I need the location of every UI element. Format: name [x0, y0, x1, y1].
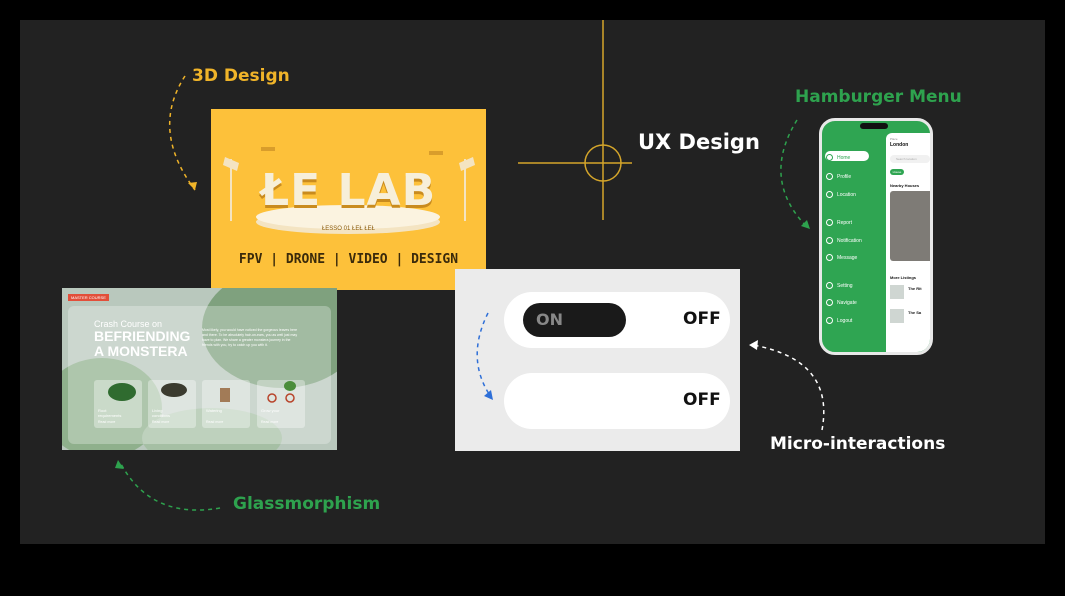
listing-2-thumb[interactable]	[890, 309, 904, 323]
home-icon	[826, 154, 833, 161]
arrow-hamburger	[780, 119, 809, 229]
arrow-3d-design	[168, 75, 196, 191]
tile-root-button[interactable]: Read more	[98, 420, 116, 424]
menu-item-setting[interactable]: Setting	[826, 282, 853, 289]
toggle-row-1[interactable]: ON OFF	[504, 292, 730, 348]
tile-watering-label: Watering	[206, 408, 222, 413]
logout-icon	[826, 317, 833, 324]
listing-2-title[interactable]: The Sa	[908, 310, 922, 315]
tile-living-label: Living conditions	[152, 408, 171, 418]
section-more: More Listings	[890, 275, 917, 280]
phone-search-input[interactable]: Search location	[890, 155, 930, 163]
menu-item-logout[interactable]: Logout	[826, 317, 852, 324]
house-photo[interactable]	[890, 191, 930, 261]
menu-item-location[interactable]: Location	[826, 191, 856, 198]
label-ux-design: UX Design	[638, 130, 760, 154]
menu-item-message[interactable]: Message	[826, 254, 857, 261]
gear-icon	[826, 282, 833, 289]
message-icon	[826, 254, 833, 261]
connector-graphics	[115, 20, 825, 511]
menu-item-report[interactable]: Report	[826, 219, 852, 226]
lab-3d-card: ŁE LAB ŁESSO 01 ŁEŁ ŁEŁ FPV | DRONE | VI…	[211, 109, 486, 290]
toggle-on-label: ON	[536, 310, 563, 329]
lab-title: ŁE LAB	[260, 165, 437, 216]
plant-icons	[108, 381, 296, 403]
monstera-background	[62, 288, 337, 450]
toggle-card: ON OFF OFF	[455, 269, 740, 451]
label-micro-interactions: Micro-interactions	[770, 434, 946, 454]
label-3d-design: 3D Design	[192, 66, 290, 86]
stage-illustration	[223, 147, 475, 234]
course-kicker: Crash Course on	[94, 319, 163, 329]
menu-item-home[interactable]: Home	[826, 154, 850, 161]
arrow-micro-interactions	[752, 344, 825, 431]
menu-item-profile[interactable]: Profile	[826, 173, 851, 180]
course-body: Most likely, you would have noticed the …	[202, 328, 298, 347]
chip-house[interactable]: House	[890, 169, 904, 175]
phone-content-panel: Place London Search location House Nearb…	[886, 133, 930, 352]
phone-notch	[860, 123, 888, 129]
tile-grow[interactable]: Grow your Read more	[257, 380, 305, 428]
tile-root-label: Root requirements	[98, 408, 122, 418]
section-nearby: Nearby Houses	[890, 183, 920, 188]
label-glassmorphism: Glassmorphism	[233, 494, 381, 514]
course-title-line2: A MONSTERA	[94, 343, 188, 359]
lab-small-text: ŁESSO 01 ŁEŁ ŁEŁ	[321, 226, 376, 232]
profile-icon	[826, 173, 833, 180]
watering-icon	[220, 388, 230, 402]
listing-1-thumb[interactable]	[890, 285, 904, 299]
navigate-icon	[826, 299, 833, 306]
plant-pot-icon	[161, 383, 187, 397]
toggle-off-label-1: OFF	[683, 309, 721, 329]
menu-item-notification[interactable]: Notification	[826, 237, 862, 244]
lab-subtitle: FPV | DRONE | VIDEO | DESIGN	[238, 252, 459, 267]
phone-mockup: Place London Search location House Nearb…	[819, 118, 933, 355]
infographic-canvas: 3D Design Hamburger Menu UX Design Micro…	[20, 20, 1045, 544]
toggle-on-switch[interactable]: ON	[523, 303, 626, 337]
toggle-row-2[interactable]: OFF	[504, 373, 730, 429]
crosshair-circle	[584, 144, 622, 182]
report-icon	[826, 219, 833, 226]
tile-grow-button[interactable]: Read more	[261, 420, 279, 424]
location-icon	[826, 191, 833, 198]
monstera-leaf-icon	[108, 383, 136, 401]
label-hamburger-menu: Hamburger Menu	[795, 87, 962, 107]
course-badge: MASTER COURSE	[68, 294, 109, 301]
location-small: Place	[890, 137, 898, 141]
location-name[interactable]: London	[890, 142, 909, 148]
arrow-glassmorphism	[119, 461, 221, 511]
listing-1-title[interactable]: The Rit	[908, 286, 922, 291]
toggle-off-label-2: OFF	[683, 390, 721, 410]
tile-living-button[interactable]: Read more	[152, 420, 170, 424]
course-title-line1: BEFRIENDING	[94, 328, 191, 344]
bike-plant-icon	[267, 381, 296, 403]
toggle-arrow	[476, 312, 493, 400]
tile-grow-label: Grow your	[261, 408, 280, 413]
tile-watering-button[interactable]: Read more	[206, 420, 224, 424]
menu-item-navigate[interactable]: Navigate	[826, 299, 857, 306]
menu-active-bg	[825, 151, 869, 161]
bell-icon	[826, 237, 833, 244]
glass-panel	[68, 306, 331, 444]
glassmorphism-card: MASTER COURSE Crash Course on BEFRIENDIN…	[62, 288, 337, 450]
